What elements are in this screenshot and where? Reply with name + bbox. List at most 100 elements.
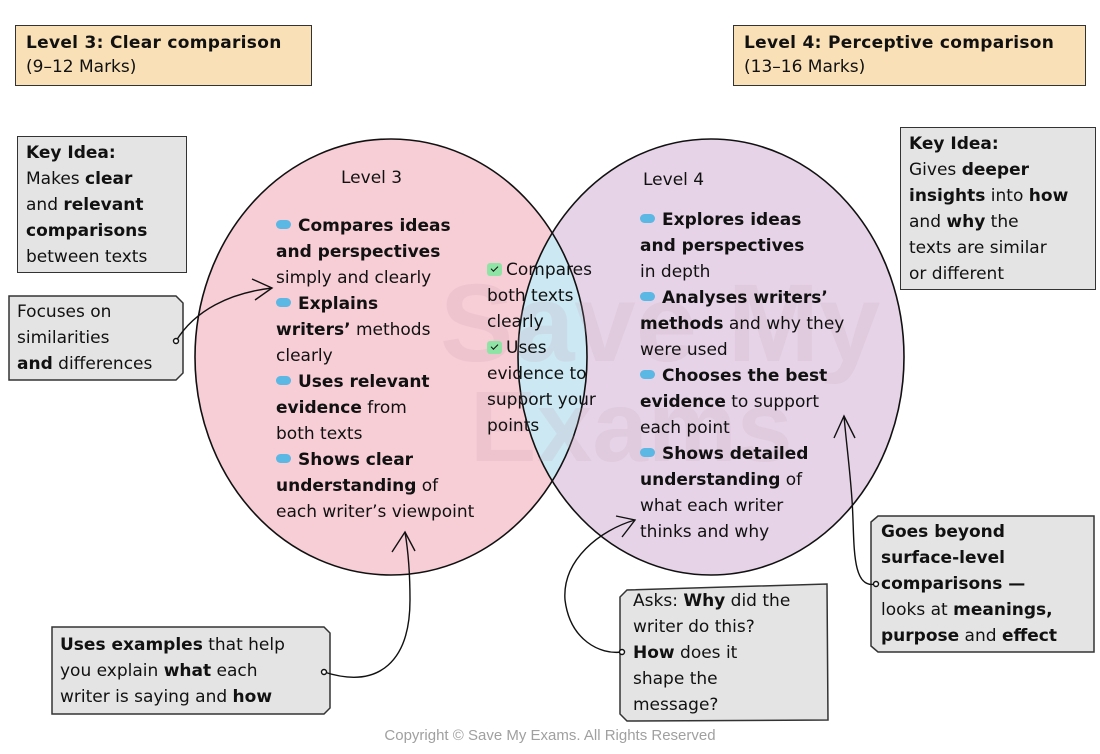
text: message? <box>633 695 719 715</box>
bold-text: Uses relevant <box>298 372 430 392</box>
bold-text: clear <box>85 169 133 189</box>
text-line: comparisons — <box>881 571 1057 597</box>
text-line: evidence to support <box>640 389 844 415</box>
text: Asks: <box>633 591 684 611</box>
bold-text: Chooses the best <box>662 366 828 386</box>
bold-text: how <box>1028 186 1069 206</box>
text-line: both texts <box>487 283 596 309</box>
text-line: were used <box>640 337 844 363</box>
text-line: writers’ methods <box>276 317 474 343</box>
watermark-line-1: Save My <box>440 262 881 385</box>
bullet-icon <box>276 298 291 307</box>
text: writer do this? <box>633 617 755 637</box>
text: similarities <box>17 328 110 348</box>
text-line: How does it <box>633 640 790 666</box>
text: both texts <box>276 424 363 444</box>
key-idea-right-heading: Key Idea: <box>909 134 999 154</box>
level3-header-box: Level 3: Clear comparison (9–12 Marks) <box>15 25 312 86</box>
level3-header-title: Level 3: Clear comparison <box>26 33 282 53</box>
text: Gives <box>909 160 962 180</box>
bullet-icon <box>640 370 655 379</box>
arrow-focus-to-level3 <box>175 287 273 342</box>
text-line: or different <box>909 261 1087 287</box>
text-line: surface-level <box>881 545 1057 571</box>
text-line: Chooses the best <box>640 363 844 389</box>
text: and why they <box>723 314 845 334</box>
bold-text: How <box>633 643 675 663</box>
bold-text: methods <box>640 314 724 334</box>
bold-text: purpose <box>881 626 960 646</box>
bullet-icon <box>640 214 655 223</box>
arrow-dot-examples <box>320 668 328 676</box>
bold-text: Explains <box>298 294 379 314</box>
text: does it <box>674 643 738 663</box>
text: Makes <box>26 169 86 189</box>
arrowhead-asks <box>615 515 637 538</box>
bold-text: Compares ideas <box>298 216 451 236</box>
level4-circle-title: Level 4 <box>643 170 705 190</box>
text: points <box>487 416 540 436</box>
text: support your <box>487 390 596 410</box>
bold-text: Analyses writers’ <box>662 288 828 308</box>
text-line: Uses relevant <box>276 369 474 395</box>
text: evidence to <box>487 364 587 384</box>
bullet-icon <box>276 454 291 463</box>
bold-text: Shows detailed <box>662 444 809 464</box>
asks-note-text: Asks: Why did the writer do this? How does… <box>633 588 790 718</box>
text-line: what each writer <box>640 493 844 519</box>
text: were used <box>640 340 728 360</box>
arrowhead-beyond <box>833 414 856 439</box>
text-line: insights into how <box>909 183 1087 209</box>
text: both texts <box>487 286 574 306</box>
bold-text: Uses examples <box>60 635 203 655</box>
bullet-icon <box>276 220 291 229</box>
bold-text: evidence <box>640 392 726 412</box>
level3-circle-title: Level 3 <box>341 168 403 188</box>
arrow-dot-asks <box>618 648 626 656</box>
text: from <box>361 398 407 418</box>
bold-text: Explores ideas <box>662 210 802 230</box>
level3-criteria-list: Compares ideas and perspectives simply and… <box>276 213 474 525</box>
bold-text: writers’ <box>276 320 351 340</box>
text-line: Gives deeper <box>909 157 1087 183</box>
bold-text: Goes beyond <box>881 522 1005 542</box>
text-line: Asks: Why did the <box>633 588 790 614</box>
text-line: and perspectives <box>276 239 474 265</box>
text-line: simply and clearly <box>276 265 474 291</box>
text: and <box>26 195 64 215</box>
text: of <box>780 470 803 490</box>
text-line: Uses <box>487 335 596 361</box>
bold-text: surface-level <box>881 548 1005 568</box>
bold-text: understanding <box>640 470 781 490</box>
text: that help <box>202 635 285 655</box>
arrow-dot-focus <box>172 337 180 345</box>
text: and <box>909 212 947 232</box>
text-line: similarities <box>17 325 152 351</box>
level3-header-marks: (9–12 Marks) <box>26 57 137 77</box>
text-line: understanding of <box>276 473 474 499</box>
text-line: clearly <box>276 343 474 369</box>
text: of <box>416 476 439 496</box>
text-line: evidence from <box>276 395 474 421</box>
text-line: shape the <box>633 666 790 692</box>
text-line: clearly <box>487 309 596 335</box>
text-line: Compares ideas <box>276 213 474 239</box>
text-line: Makes clear <box>26 166 178 192</box>
level3-circle-outline <box>194 138 588 576</box>
text-line: both texts <box>276 421 474 447</box>
arrow-beyond-to-level4 <box>843 415 877 585</box>
focus-note-frame <box>8 295 184 381</box>
beyond-note-frame <box>870 515 1095 653</box>
text-line: Focuses on <box>17 299 152 325</box>
text: each <box>211 661 258 681</box>
text: the <box>985 212 1019 232</box>
bold-text: what <box>163 661 212 681</box>
text: simply and clearly <box>276 268 432 288</box>
text-line: evidence to <box>487 361 596 387</box>
text-line: methods and why they <box>640 311 844 337</box>
text-line: understanding of <box>640 467 844 493</box>
text-line: Uses examples that help <box>60 632 285 658</box>
